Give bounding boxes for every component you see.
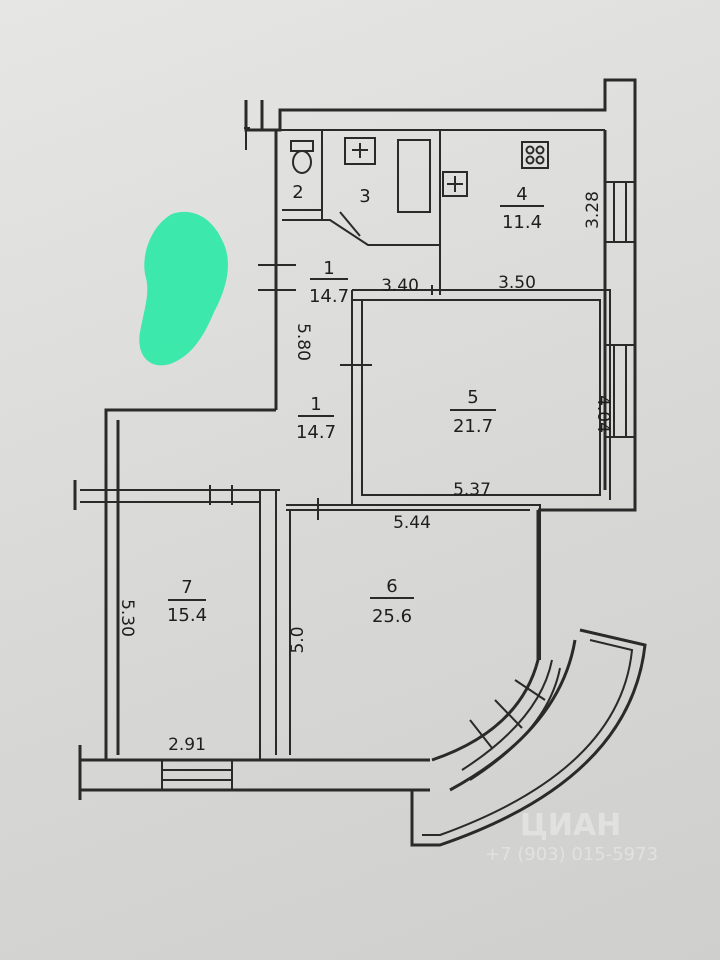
dim-3-50: 3.50: [498, 273, 536, 293]
stove-icon: [521, 141, 549, 169]
dim-2-91: 2.91: [168, 735, 206, 755]
bathtub-icon: [397, 139, 431, 213]
bay-window: [410, 510, 647, 847]
dim-5-30: 5.30: [117, 599, 137, 637]
room-6-area: 25.6: [372, 606, 412, 627]
outer-walls: [73, 78, 637, 800]
room-5-area: 21.7: [453, 416, 493, 437]
watermark: ЦИАН +7 (903) 015-5973: [485, 808, 658, 865]
room-labels: 1 14.7 1 14.7 2 3 4 11.4 5 21.7 6 25.6 7…: [167, 182, 542, 627]
dim-5-0: 5.0: [288, 626, 308, 653]
dim-5-80: 5.80: [293, 323, 313, 361]
dim-3-28: 3.28: [583, 191, 603, 229]
door-marks: [209, 125, 372, 520]
window-4: [604, 181, 636, 243]
kitchen-sink-icon: [442, 171, 468, 197]
interior-walls: [80, 129, 611, 760]
windows: [161, 181, 636, 791]
label-underlines: [168, 205, 544, 601]
room-1a-area: 14.7: [309, 286, 349, 307]
room-2-number: 2: [292, 182, 303, 203]
room-4-area: 11.4: [502, 212, 542, 233]
dim-5-37: 5.37: [453, 480, 491, 500]
fixtures: [290, 137, 549, 213]
room-7-number: 7: [181, 577, 192, 598]
redaction-scribble: [139, 211, 228, 366]
room-1b-area: 14.7: [296, 422, 336, 443]
room-3-number: 3: [359, 186, 370, 207]
room-1b-number: 1: [310, 394, 321, 415]
window-5: [604, 344, 636, 438]
room-6-number: 6: [386, 576, 397, 597]
window-7: [161, 759, 233, 791]
dimension-labels: 3.40 3.50 5.37 5.44 2.91 5.80 3.28 4.04 …: [117, 191, 613, 755]
watermark-phone: +7 (903) 015-5973: [485, 844, 658, 865]
sink-icon: [344, 137, 376, 165]
dim-5-44: 5.44: [393, 513, 431, 533]
dim-3-40: 3.40: [381, 276, 419, 296]
dim-4-04: 4.04: [593, 395, 613, 433]
room-7-area: 15.4: [167, 605, 207, 626]
room-5-number: 5: [467, 387, 478, 408]
toilet-icon: [290, 140, 314, 174]
room-1a-number: 1: [323, 258, 334, 279]
watermark-brand: ЦИАН: [520, 808, 621, 843]
room-4-number: 4: [516, 184, 527, 205]
